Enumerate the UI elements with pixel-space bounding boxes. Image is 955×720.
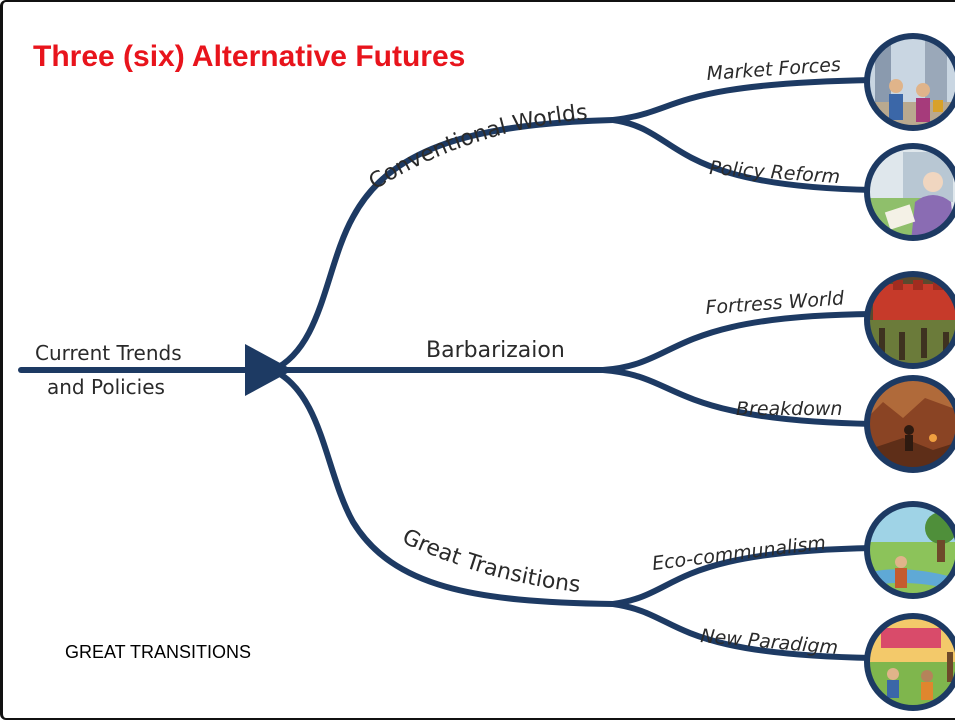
sub-line-market-forces — [610, 77, 876, 123]
branch-label-barbarization: Barbarizaion — [426, 338, 565, 363]
breakdown-illustration — [864, 375, 955, 473]
fortress-world-illustration — [864, 271, 955, 369]
root-label-line1: Current Trends — [35, 341, 182, 365]
sub-line-policy-reform — [610, 117, 876, 193]
sub-label-breakdown: Breakdown — [736, 398, 842, 420]
sub-label-eco-communalism: Eco-communalism — [651, 532, 827, 575]
sub-label-policy-reform: Policy Reform — [709, 157, 841, 188]
sub-line-fortress-world — [600, 311, 876, 373]
branch-line-great-transitions — [270, 367, 616, 607]
market-forces-illustration — [864, 33, 955, 131]
branch-line-conventional — [270, 117, 616, 373]
slide-title: Three (six) Alternative Futures — [33, 40, 466, 73]
scenario-tree-diagram: Current Trends and Policies Conventional… — [18, 33, 955, 711]
branch-node-arrow — [245, 344, 293, 396]
new-paradigm-illustration — [864, 613, 955, 711]
branch-label-conventional: Conventional Worlds — [365, 100, 589, 195]
footer-caption: GREAT TRANSITIONS — [65, 642, 252, 662]
root-label-line2: and Policies — [47, 375, 165, 399]
sub-line-new-paradigm — [610, 601, 876, 661]
policy-reform-illustration — [864, 143, 955, 241]
sub-line-eco-communalism — [610, 545, 876, 607]
branch-label-great-transitions: Great Transitions — [399, 525, 582, 598]
eco-communalism-illustration — [864, 501, 955, 599]
sub-line-breakdown — [600, 367, 876, 427]
